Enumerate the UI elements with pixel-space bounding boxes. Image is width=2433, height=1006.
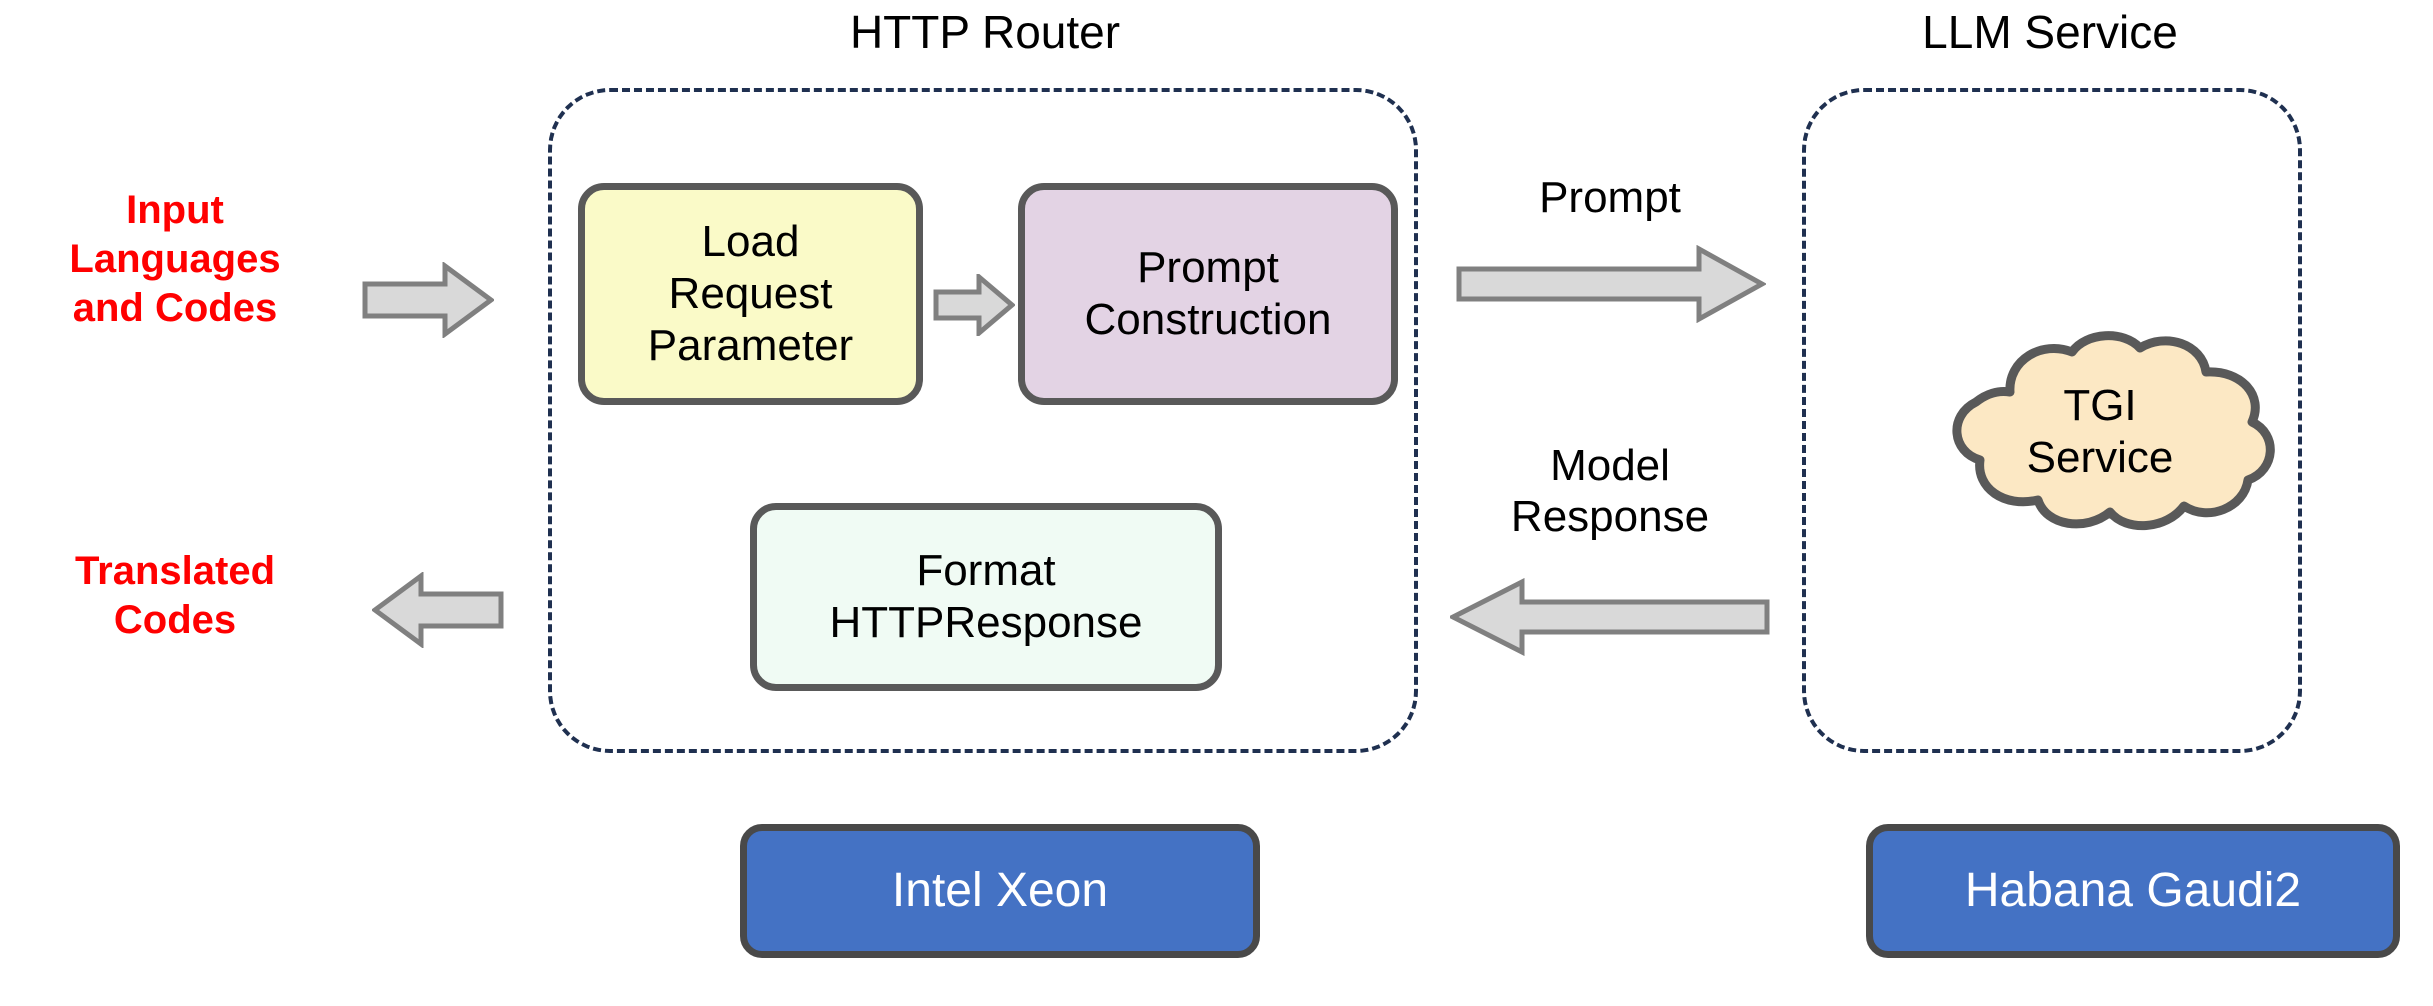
flow-label-model-response: Model Response xyxy=(1510,441,1710,542)
flow-router-to-output xyxy=(372,572,504,648)
section-title-http-router: HTTP Router xyxy=(849,6,1121,58)
node-prompt-construction[interactable]: Prompt Construction xyxy=(1018,183,1398,405)
flow-load-to-prompt xyxy=(933,274,1015,336)
arrow-right-icon xyxy=(362,262,494,338)
llm-service-container xyxy=(1802,88,2302,753)
arrow-right-icon xyxy=(1456,245,1766,323)
http-router-container xyxy=(548,88,1418,753)
hardware-intel-xeon[interactable]: Intel Xeon xyxy=(740,824,1260,958)
flow-prompt-to-llm xyxy=(1456,245,1766,323)
tgi-service-label-wrap: TGI Service xyxy=(1900,380,2300,486)
node-format-http-response[interactable]: Format HTTPResponse xyxy=(750,503,1222,691)
tgi-service-label: TGI Service xyxy=(2026,380,2174,483)
section-title-llm-service: LLM Service xyxy=(1922,6,2178,58)
input-label: Input Languages and Codes xyxy=(69,188,281,330)
flow-input-to-router xyxy=(362,262,494,338)
output-label: Translated Codes xyxy=(74,549,276,642)
node-load-request-parameter[interactable]: Load Request Parameter xyxy=(578,183,923,405)
flow-label-prompt: Prompt xyxy=(1539,173,1681,222)
arrow-left-icon xyxy=(372,572,504,648)
node-tgi-service[interactable]: TGI Service xyxy=(1900,330,2300,535)
flow-llm-to-router xyxy=(1450,578,1770,656)
cloud-icon xyxy=(1952,331,2275,530)
arrow-right-icon xyxy=(933,274,1015,336)
arrow-left-icon xyxy=(1450,578,1770,656)
hardware-habana-gaudi2[interactable]: Habana Gaudi2 xyxy=(1866,824,2400,958)
